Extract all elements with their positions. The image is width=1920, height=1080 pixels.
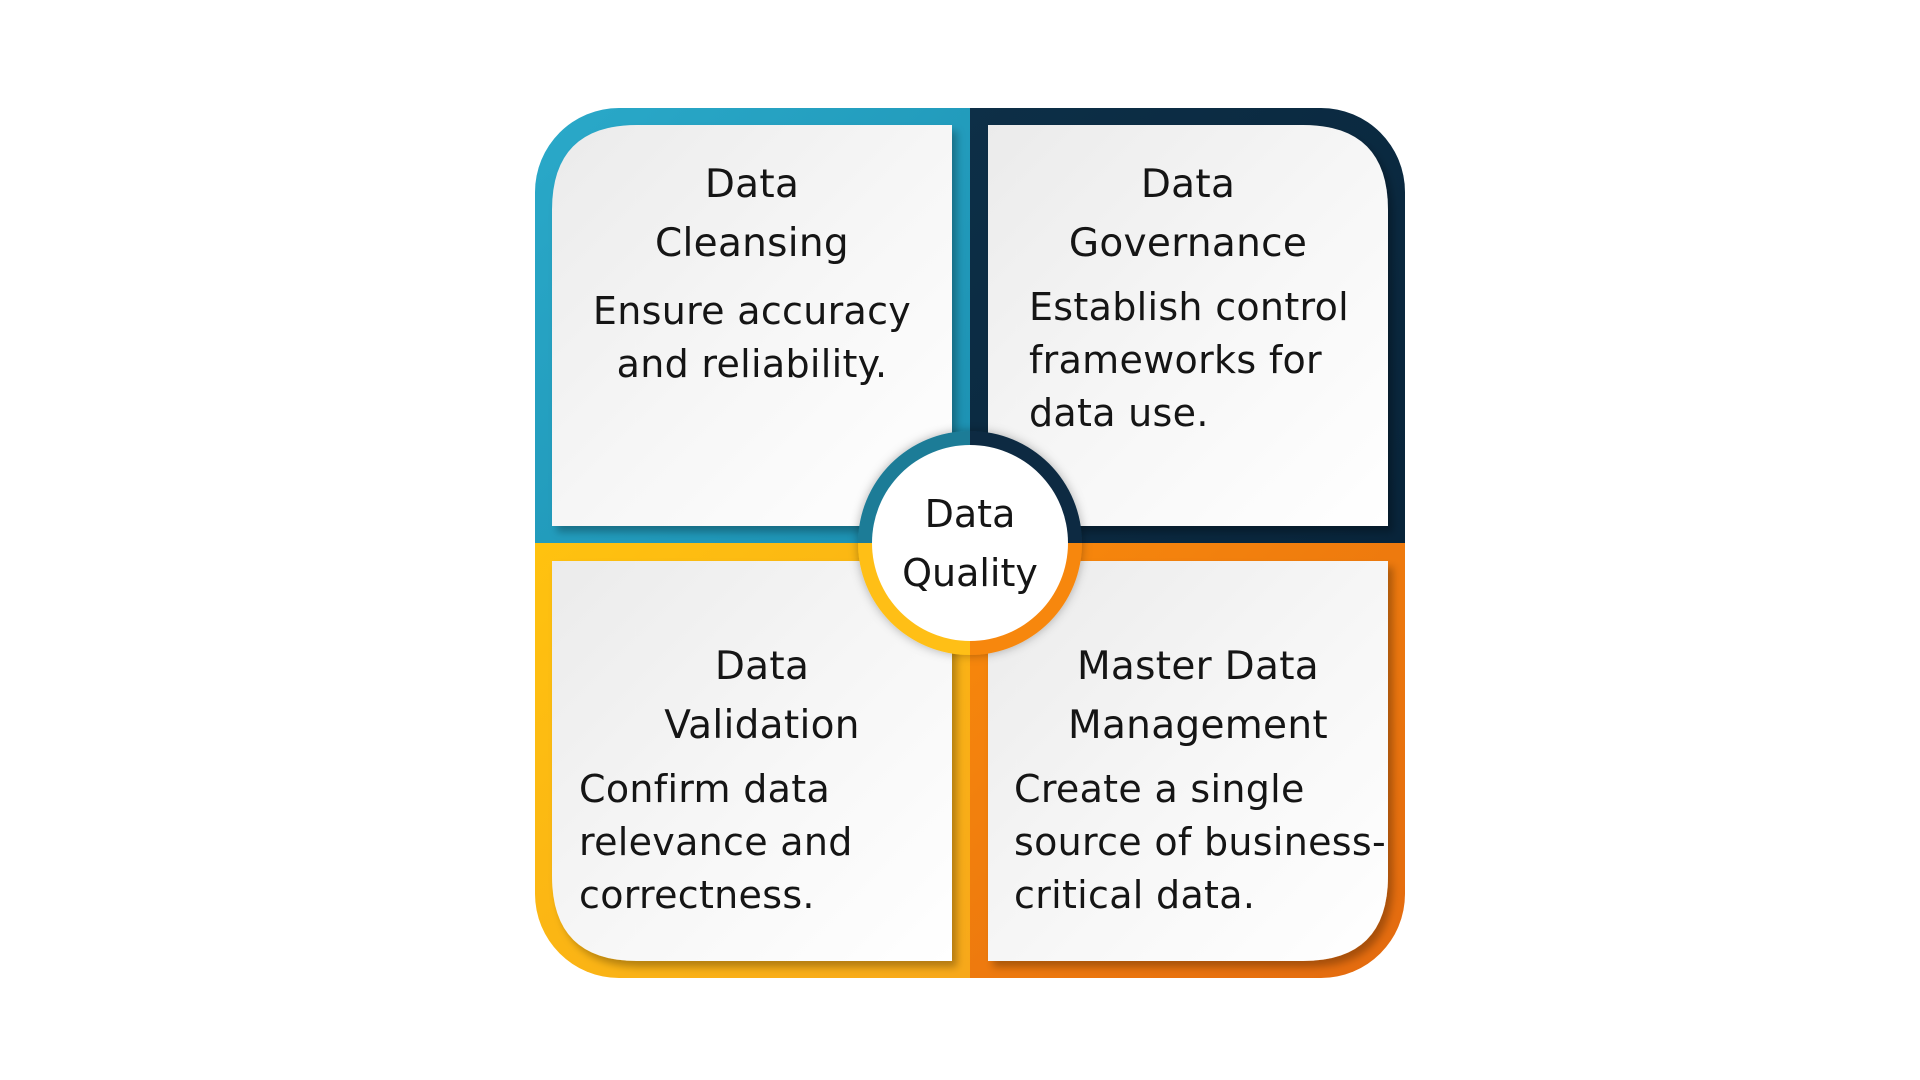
quadrant-description: Confirm data relevance and correctness. [552, 763, 952, 922]
quadrant-title: Data Validation [552, 637, 952, 755]
quadrant-title-line: Governance [1068, 221, 1308, 266]
quadrant-data-cleansing: Data Cleansing Ensure accuracy and relia… [552, 155, 952, 391]
quadrant-title-line: Cleansing [654, 221, 849, 266]
quadrant-title: Data Governance [988, 155, 1388, 273]
quadrant-title: Master Data Management [988, 637, 1388, 755]
center-label-line: Data [924, 492, 1016, 536]
quadrant-title-line: Data [704, 162, 800, 207]
card-data-governance [988, 125, 1388, 526]
quadrant-title: Data Cleansing [552, 155, 952, 273]
quadrant-title-line: Data [714, 644, 810, 689]
quadrant-description: Ensure accuracy and reliability. [552, 285, 952, 391]
quadrant-master-data-management: Master Data Management Create a single s… [988, 637, 1388, 922]
center-label-line: Quality [902, 551, 1038, 595]
quadrant-description: Create a single source of business- crit… [988, 763, 1388, 922]
quadrant-description-line: Confirm data [579, 767, 831, 811]
quadrant-data-governance: Data Governance Establish control framew… [988, 155, 1388, 440]
quadrant-title-line: Master Data [1076, 644, 1319, 689]
quadrant-description-line: relevance and [579, 820, 853, 864]
center-label: Data Quality [866, 485, 1074, 603]
quadrant-description-line: critical data. [1014, 873, 1256, 917]
quadrant-description-line: correctness. [579, 873, 815, 917]
quadrant-title-line: Data [1140, 162, 1236, 207]
quadrant-description-line: Ensure accuracy [592, 289, 912, 333]
quadrant-description-line: frameworks for [1029, 338, 1322, 382]
center-circle [872, 445, 1068, 641]
quadrant-title-line: Management [1068, 703, 1328, 748]
card-data-cleansing [552, 125, 952, 526]
quadrant-title-line: Validation [664, 703, 860, 748]
card-master-data-management [988, 561, 1388, 961]
card-data-validation [552, 561, 952, 961]
quadrant-description-line: source of business- [1014, 820, 1387, 864]
quadrant-description-line: Establish control [1029, 285, 1350, 329]
quadrant-description-line: and reliability. [616, 342, 888, 386]
quadrant-description-line: data use. [1029, 391, 1209, 435]
quadrant-description-line: Create a single [1014, 767, 1305, 811]
quadrant-data-validation: Data Validation Confirm data relevance a… [552, 637, 952, 922]
quadrant-description: Establish control frameworks for data us… [988, 281, 1388, 440]
